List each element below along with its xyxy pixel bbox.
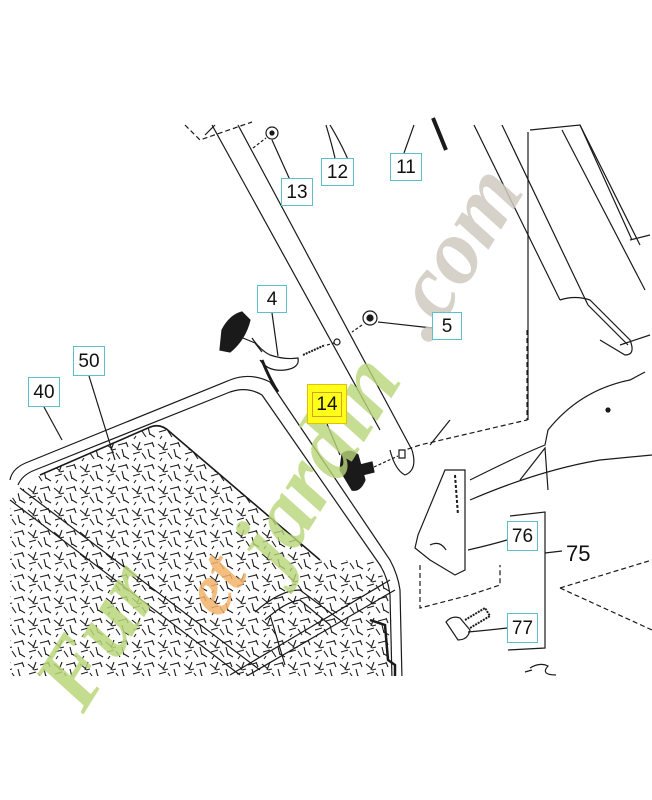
- callout-13[interactable]: 13: [281, 178, 313, 206]
- mower-parts-lines: [9, 117, 652, 676]
- callout-77[interactable]: 77: [507, 613, 538, 643]
- callout-76-label: 76: [511, 525, 534, 547]
- callout-14-label: 14: [312, 391, 342, 417]
- callout-40-label: 40: [33, 381, 55, 403]
- callout-77-label: 77: [511, 617, 534, 639]
- callout-11-label: 11: [396, 156, 416, 178]
- callout-76[interactable]: 76: [507, 521, 538, 551]
- callout-14-highlighted[interactable]: 14: [307, 384, 347, 424]
- callout-4[interactable]: 4: [257, 285, 287, 313]
- callout-12[interactable]: 12: [321, 158, 354, 186]
- callout-5[interactable]: 5: [432, 312, 462, 340]
- callout-4-label: 4: [266, 288, 278, 310]
- label-75: 75: [566, 541, 591, 566]
- callout-40[interactable]: 40: [28, 377, 60, 407]
- callout-12-label: 12: [326, 161, 349, 183]
- callout-11[interactable]: 11: [390, 153, 422, 181]
- callout-50-label: 50: [78, 350, 100, 372]
- callout-50[interactable]: 50: [73, 346, 105, 376]
- callout-5-label: 5: [441, 315, 453, 337]
- callout-13-label: 13: [286, 181, 308, 203]
